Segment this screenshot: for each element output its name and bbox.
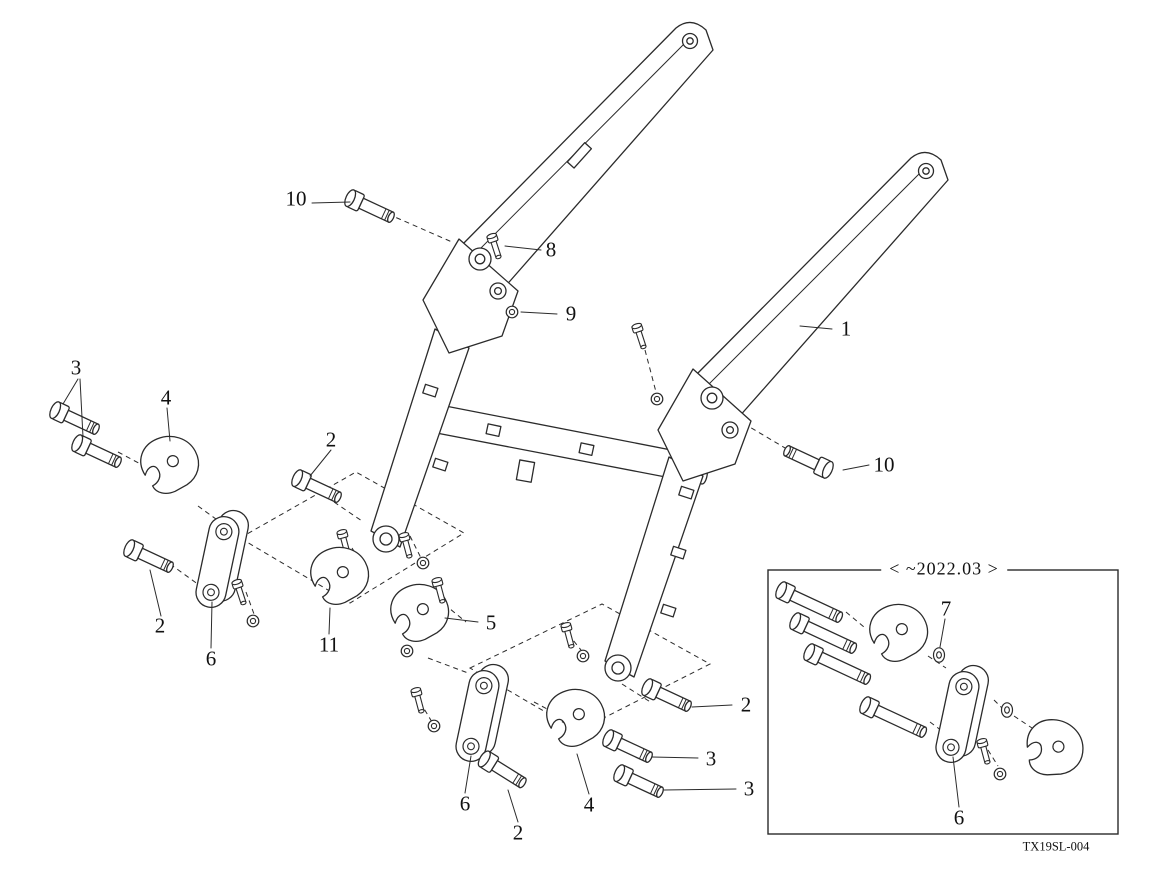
- part-callout-2: 2: [325, 427, 337, 452]
- part-callout-1: 1: [840, 316, 852, 341]
- part-callout-2: 2: [740, 692, 752, 717]
- part-callout-2: 2: [512, 820, 524, 845]
- part-callout-6: 6: [459, 791, 471, 816]
- part-callout-5: 5: [485, 610, 497, 635]
- part-callout-4: 4: [160, 385, 172, 410]
- boom-arm-right: [604, 151, 949, 682]
- leader-lines: [62, 201, 870, 823]
- part-callout-6: 6: [205, 646, 217, 671]
- boom-arm-left: [370, 21, 714, 553]
- inset-leader-lines: [939, 618, 960, 808]
- part-callout-6: 6: [953, 805, 965, 830]
- inset-parts: [772, 579, 1090, 783]
- inset-title: < ~2022.03 >: [881, 558, 1007, 580]
- part-callout-9: 9: [565, 301, 577, 326]
- drawing-code: TX19SL-004: [1022, 839, 1090, 854]
- part-callout-10: 10: [873, 452, 895, 477]
- part-callout-10: 10: [285, 186, 307, 211]
- part-callout-3: 3: [70, 355, 82, 380]
- part-callout-11: 11: [318, 632, 340, 657]
- part-callout-7: 7: [940, 596, 952, 621]
- part-callout-2: 2: [154, 613, 166, 638]
- part-callout-3: 3: [705, 746, 717, 771]
- part-callout-4: 4: [583, 792, 595, 817]
- part-callout-8: 8: [545, 237, 557, 262]
- part-callout-3: 3: [743, 776, 755, 801]
